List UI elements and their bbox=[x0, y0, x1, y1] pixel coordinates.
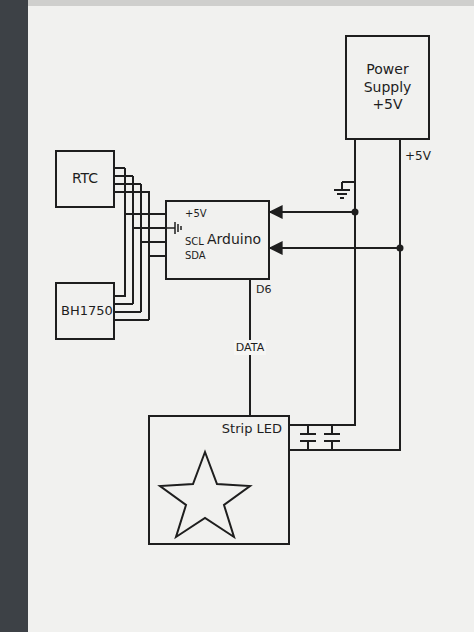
fabric-edge bbox=[0, 0, 28, 632]
component-label: BH1750 bbox=[61, 303, 109, 319]
wire bbox=[270, 140, 400, 248]
bus-wire bbox=[115, 311, 141, 313]
wire bbox=[115, 192, 165, 256]
wire bbox=[290, 140, 355, 425]
ground-pin-symbol bbox=[167, 222, 181, 234]
wire bbox=[270, 140, 355, 212]
bus-wire bbox=[140, 184, 142, 312]
paper-shadow bbox=[28, 0, 474, 6]
signal-name: DATA bbox=[234, 340, 266, 355]
pin-name: +5V bbox=[185, 208, 207, 219]
component-label: Strip LED bbox=[156, 421, 282, 437]
component-box: RTC bbox=[55, 150, 115, 208]
wire bbox=[115, 214, 165, 296]
star-drawing bbox=[160, 452, 250, 537]
bus-wire bbox=[115, 183, 141, 185]
pin-name: D6 bbox=[256, 284, 271, 296]
bus-wire bbox=[148, 256, 150, 320]
ground-symbol bbox=[334, 182, 355, 198]
bus-wire bbox=[141, 241, 165, 243]
junction-dot bbox=[352, 209, 404, 252]
wire bbox=[290, 140, 400, 450]
bus-wire bbox=[132, 176, 134, 304]
pin-name: SCL bbox=[185, 236, 204, 247]
component-label: Power Supply +5V bbox=[353, 61, 422, 114]
capacitor-symbol bbox=[300, 425, 340, 450]
bus-wire bbox=[115, 319, 149, 321]
led-strip-box: Strip LED bbox=[148, 415, 290, 545]
component-box: BH1750 bbox=[55, 282, 115, 340]
component-box: Power Supply +5V bbox=[345, 35, 430, 140]
component-label: Arduino bbox=[207, 231, 264, 249]
bus-wire bbox=[115, 167, 125, 169]
component-box: Arduino bbox=[165, 200, 270, 280]
pin-name: SDA bbox=[185, 250, 206, 261]
voltage-label: +5V bbox=[405, 150, 431, 163]
bus-wire bbox=[115, 303, 133, 305]
component-label: RTC bbox=[61, 170, 109, 188]
